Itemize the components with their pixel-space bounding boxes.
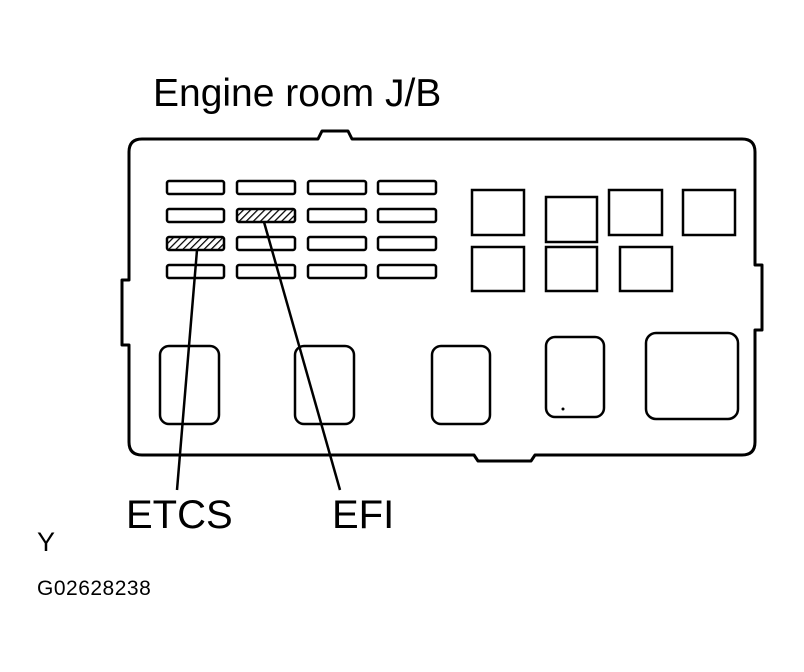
etcs-leader-line <box>175 249 199 491</box>
fuse-slot <box>235 179 297 196</box>
fuse-slot <box>376 179 438 196</box>
fuse-slot <box>376 207 438 224</box>
fusible-link-slot <box>430 344 492 426</box>
fuse-slot <box>376 263 438 280</box>
relay-slot <box>470 188 526 237</box>
view-marker-label: Y <box>37 527 56 557</box>
efi-fuse <box>235 207 297 224</box>
relay-slot <box>618 245 674 293</box>
figure-id: G02628238 <box>37 577 152 600</box>
speck <box>561 407 565 411</box>
fuse-slot <box>376 235 438 252</box>
etcs-label: ETCS <box>126 493 233 537</box>
fuse-slot <box>235 263 297 280</box>
fuse-slot <box>306 207 368 224</box>
fuse-slot <box>165 179 226 196</box>
efi-label: EFI <box>332 493 395 537</box>
efi-leader-line <box>262 221 342 491</box>
relay-slot <box>470 245 526 293</box>
relay-slot <box>607 188 664 237</box>
fuse-slot <box>235 235 297 252</box>
relay-slot <box>544 245 599 293</box>
fuse-slot <box>306 179 368 196</box>
fusible-link-slot <box>293 344 356 426</box>
diagram-title: Engine room J/B <box>153 72 442 115</box>
fuse-slot <box>165 207 226 224</box>
fusible-link-slot <box>158 344 221 426</box>
fusible-link-slot <box>544 335 606 419</box>
fusible-link-slot <box>644 331 740 421</box>
fuse-slot <box>306 235 368 252</box>
fuse-slot <box>306 263 368 280</box>
relay-slot <box>681 188 737 237</box>
etcs-fuse <box>165 235 226 252</box>
relay-slot <box>544 195 599 244</box>
